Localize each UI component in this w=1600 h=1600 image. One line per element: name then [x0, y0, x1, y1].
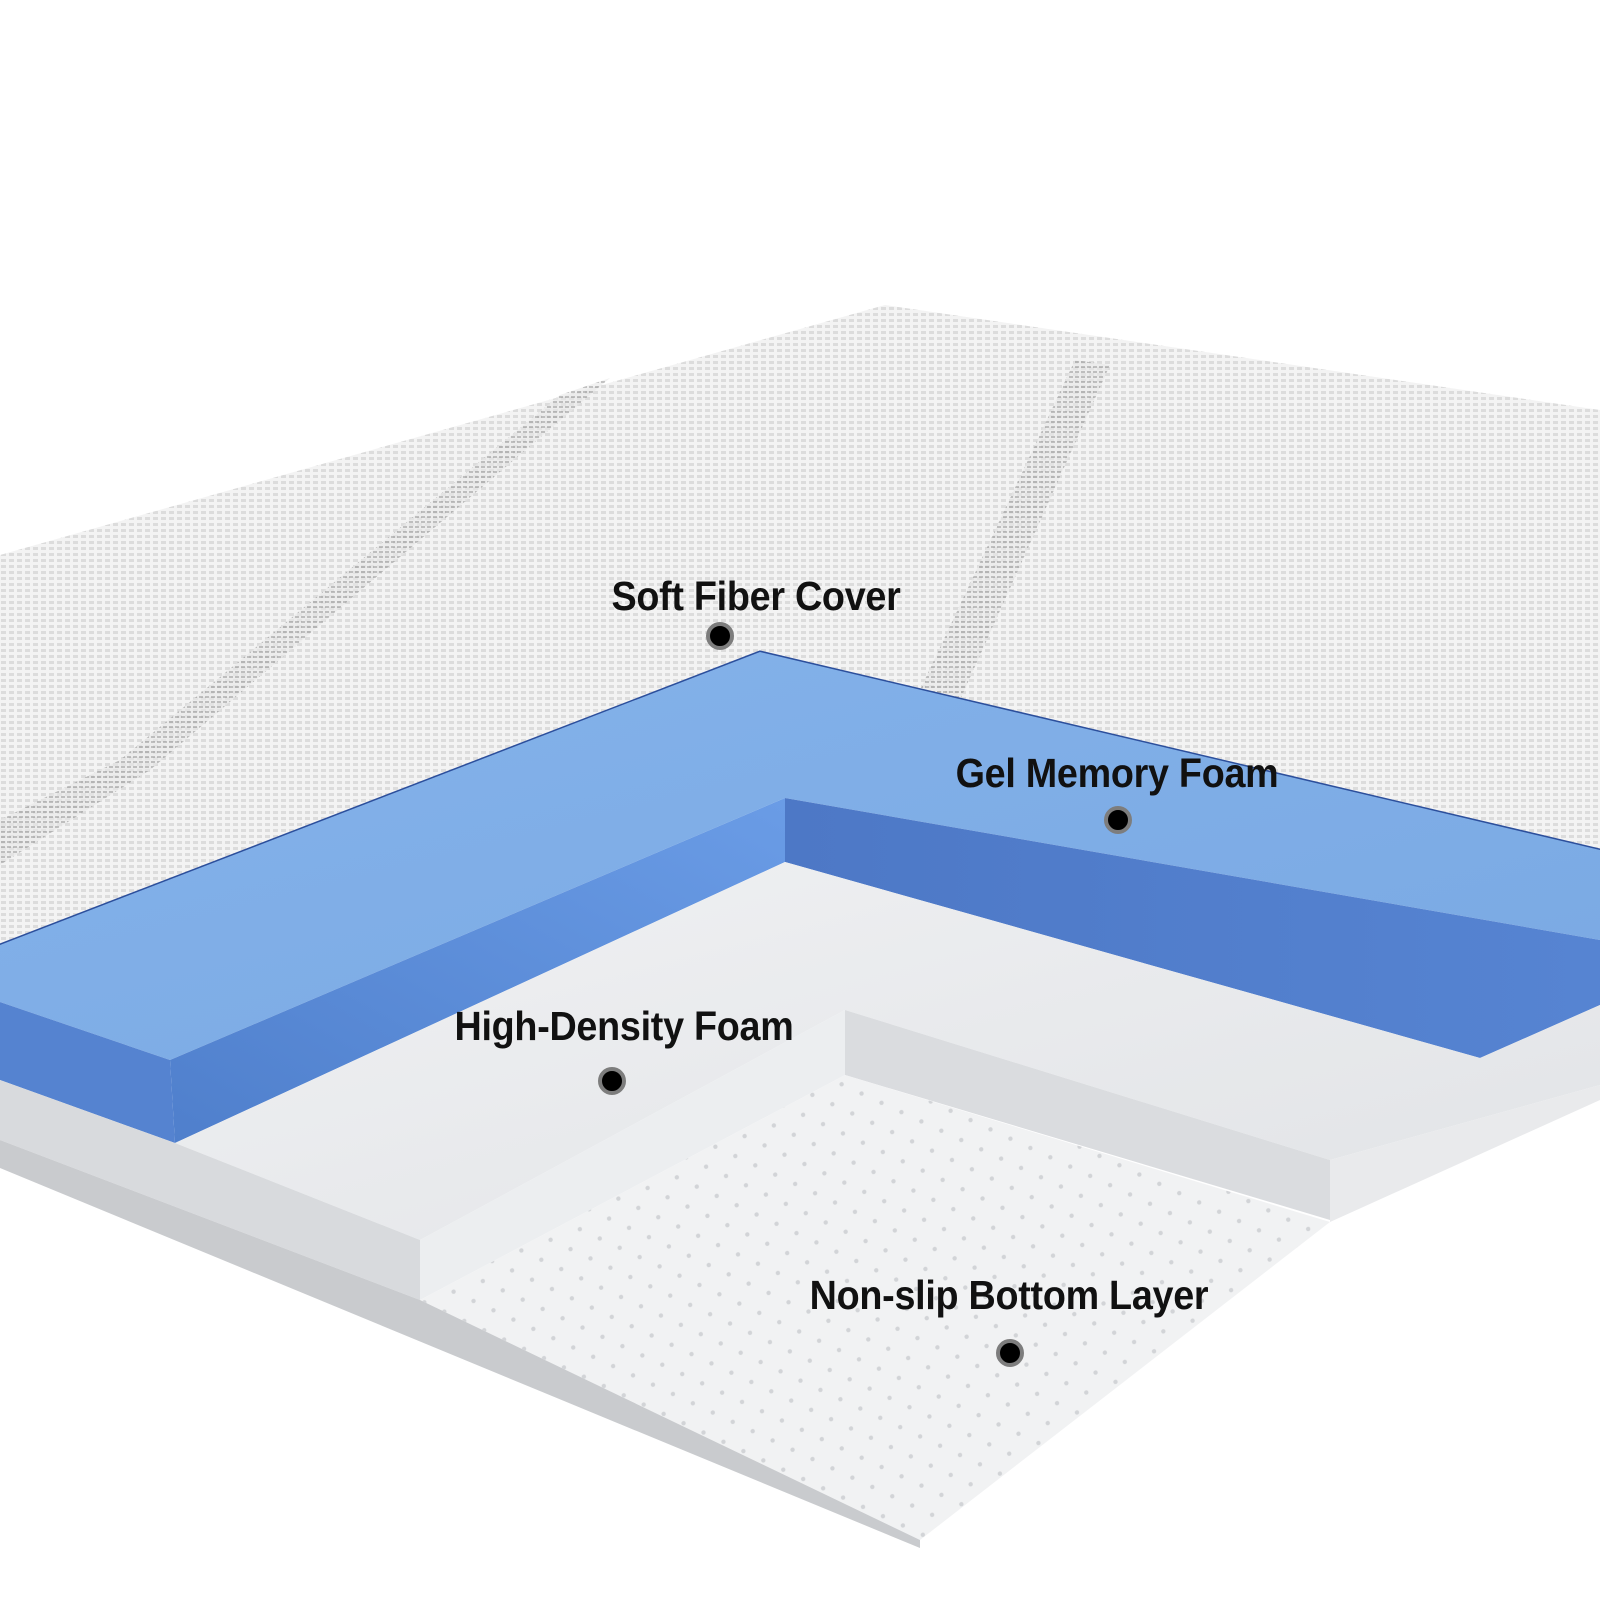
- marker-dot-bottom: [996, 1339, 1024, 1367]
- hd-foam-front-left: [0, 1080, 420, 1300]
- gel-foam-front-left: [0, 1002, 175, 1143]
- bottom-edge: [0, 1140, 920, 1548]
- cover-stripe-left: [0, 378, 610, 865]
- marker-dot-high-density: [598, 1067, 626, 1095]
- label-gel-memory-foam: Gel Memory Foam: [955, 750, 1279, 796]
- hd-foam-right-end: [1330, 1085, 1600, 1222]
- gel-foam-wall-left: [170, 798, 785, 1143]
- marker-dot-gel: [1104, 806, 1132, 834]
- cover-stripe-right: [920, 360, 1110, 700]
- label-non-slip-bottom-layer: Non-slip Bottom Layer: [809, 1272, 1209, 1318]
- non-slip-bottom-layer: [420, 1075, 1330, 1540]
- label-soft-fiber-cover: Soft Fiber Cover: [611, 573, 901, 619]
- soft-fiber-cover: [0, 305, 1600, 945]
- high-density-foam-top: [175, 862, 1600, 1240]
- hd-foam-wall-left: [420, 1010, 845, 1300]
- hd-foam-wall-right: [845, 1010, 1330, 1220]
- gel-memory-foam-top: [0, 652, 1600, 1060]
- gel-foam-wall-right: [785, 798, 1600, 1058]
- marker-dot-cover: [706, 622, 734, 650]
- label-high-density-foam: High-Density Foam: [454, 1003, 794, 1049]
